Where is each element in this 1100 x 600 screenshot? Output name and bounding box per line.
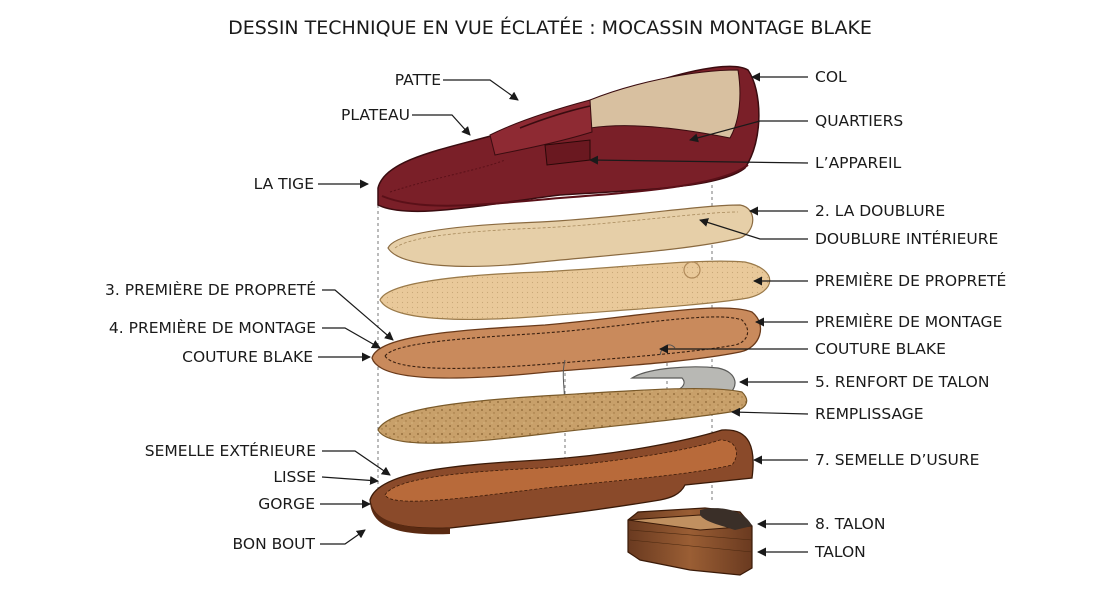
label-talon-8: 8. TALON xyxy=(815,515,886,533)
heel-block xyxy=(627,507,753,576)
label-gorge: GORGE xyxy=(258,495,315,513)
label-premiere-proprete-left: 3. PREMIÈRE DE PROPRETÉ xyxy=(105,281,316,299)
label-premiere-montage-right: PREMIÈRE DE MONTAGE xyxy=(815,313,1003,331)
outsole-layer xyxy=(369,429,754,535)
leader-remplissage xyxy=(731,407,809,417)
lining-layer xyxy=(387,204,754,267)
label-appareil: L’APPAREIL xyxy=(815,154,902,172)
leader-premiere-montage-left xyxy=(322,327,381,349)
label-doublure-interieure: DOUBLURE INTÉRIEURE xyxy=(815,230,999,248)
leader-lines xyxy=(318,72,809,557)
shoe-upper xyxy=(377,65,760,213)
label-col: COL xyxy=(815,68,847,86)
label-la-doublure: 2. LA DOUBLURE xyxy=(815,202,946,220)
label-remplissage: REMPLISSAGE xyxy=(815,405,924,423)
diagram-title: DESSIN TECHNIQUE EN VUE ÉCLATÉE : MOCASS… xyxy=(228,17,872,39)
leader-quartiers xyxy=(689,120,808,143)
label-semelle-usure: 7. SEMELLE D’USURE xyxy=(815,451,980,469)
label-quartiers: QUARTIERS xyxy=(815,112,904,130)
label-couture-blake-left: COUTURE BLAKE xyxy=(182,348,313,366)
label-couture-blake-right: COUTURE BLAKE xyxy=(815,340,946,358)
leader-patte xyxy=(443,79,519,101)
label-lisse: LISSE xyxy=(273,468,316,486)
label-la-tige: LA TIGE xyxy=(253,175,314,193)
cork-filler-layer xyxy=(377,387,748,444)
label-premiere-montage-left: 4. PREMIÈRE DE MONTAGE xyxy=(108,319,316,337)
label-talon: TALON xyxy=(815,543,866,561)
label-bon-bout: BON BOUT xyxy=(232,535,315,553)
label-patte: PATTE xyxy=(394,71,441,89)
label-plateau: PLATEAU xyxy=(341,106,410,124)
label-semelle-exterieure: SEMELLE EXTÉRIEURE xyxy=(144,442,316,460)
leader-plateau xyxy=(412,114,471,136)
leader-lisse xyxy=(321,475,379,485)
leader-bon-bout xyxy=(320,529,366,545)
leader-appareil xyxy=(589,155,809,165)
label-renfort-talon: 5. RENFORT DE TALON xyxy=(815,373,990,391)
leader-doublure-interieure xyxy=(699,218,808,240)
leader-premiere-proprete-left xyxy=(322,289,394,341)
leader-semelle-exterieure xyxy=(322,450,391,476)
insole-layer xyxy=(371,307,762,379)
label-premiere-proprete-right: PREMIÈRE DE PROPRETÉ xyxy=(815,272,1007,290)
